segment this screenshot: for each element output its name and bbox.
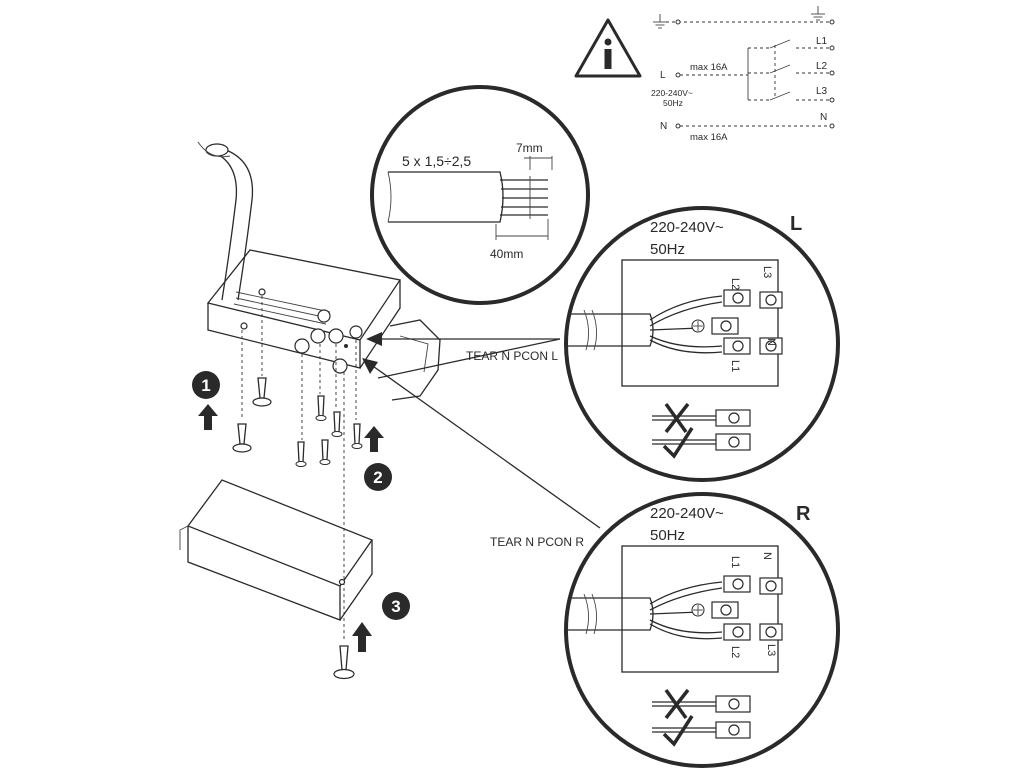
callout-pointer-r bbox=[369, 363, 601, 529]
check-icon bbox=[662, 427, 694, 459]
ground-icon bbox=[811, 6, 825, 21]
detail-l-term-n: N bbox=[765, 338, 777, 346]
detail-badge-r: R bbox=[796, 503, 811, 525]
detail-circle-left: L 220-240V~ 50Hz L2 L3 N L1 bbox=[564, 206, 840, 482]
output-l2-label: L2 bbox=[816, 61, 828, 72]
info-warning-icon bbox=[574, 18, 642, 78]
callout-label-r: TEAR N PCON R bbox=[490, 535, 584, 549]
detail-r-term-l1: L1 bbox=[729, 556, 741, 568]
step-badge-2: 2 bbox=[364, 463, 392, 491]
detail-r-term-l2: L2 bbox=[729, 646, 741, 658]
arrow-up-icon bbox=[352, 622, 372, 652]
screw-icon bbox=[333, 645, 355, 680]
screw-icon bbox=[232, 423, 252, 453]
arrow-up-icon bbox=[364, 426, 384, 452]
output-l1-label: L1 bbox=[816, 36, 828, 47]
schematic-line-label: L bbox=[660, 70, 666, 81]
strip-length-label: 7mm bbox=[516, 141, 543, 155]
terminal-block bbox=[240, 288, 363, 374]
schematic-frequency-label: 50Hz bbox=[663, 98, 683, 108]
detail-badge-l: L bbox=[790, 213, 802, 235]
step-number: 1 bbox=[201, 376, 210, 395]
wiring-schematic: L max 16A L1 L2 L3 220-240V~ 50Hz N N ma… bbox=[651, 6, 835, 143]
screw-icon bbox=[315, 395, 327, 421]
detail-l-frequency: 50Hz bbox=[650, 241, 685, 258]
detail-r-term-l3: L3 bbox=[765, 644, 777, 656]
screw-icon bbox=[319, 439, 331, 465]
detail-r-frequency: 50Hz bbox=[650, 527, 685, 544]
screw-icon bbox=[351, 423, 363, 449]
correct-connection-example bbox=[652, 715, 751, 747]
screw-icon bbox=[295, 441, 307, 467]
screw-icon bbox=[252, 377, 272, 407]
wrong-connection-example bbox=[652, 402, 751, 434]
screw-icon bbox=[331, 411, 343, 437]
detail-l-term-l2: L2 bbox=[729, 278, 741, 290]
schematic-neutral-right: N bbox=[820, 112, 827, 123]
cable-spec-label: 5 x 1,5÷2,5 bbox=[402, 153, 471, 169]
output-l3-label: L3 bbox=[816, 86, 828, 97]
detail-l-term-l1: L1 bbox=[729, 360, 741, 372]
callout-label-l: TEAR N PCON L bbox=[466, 349, 558, 363]
schematic-voltage-label: 220-240V~ bbox=[651, 88, 693, 98]
step-number: 3 bbox=[391, 597, 400, 616]
detail-r-voltage: 220-240V~ bbox=[650, 505, 724, 522]
step-number: 2 bbox=[373, 468, 382, 487]
detail-l-voltage: 220-240V~ bbox=[650, 219, 724, 236]
detail-r-term-n: N bbox=[761, 552, 773, 560]
cross-icon bbox=[664, 402, 690, 434]
junction-box-assembly bbox=[179, 141, 441, 680]
wrong-connection-example bbox=[652, 688, 751, 720]
cross-icon bbox=[664, 688, 690, 720]
step-badge-3: 3 bbox=[382, 592, 410, 620]
detail-circle-right: R 220-240V~ 50Hz N L1 L3 L2 bbox=[564, 492, 840, 768]
bottom-fuse-label: max 16A bbox=[690, 132, 728, 143]
detail-l-term-l3: L3 bbox=[761, 266, 773, 278]
ground-icon bbox=[653, 14, 667, 29]
arrow-up-icon bbox=[198, 404, 218, 430]
top-fuse-label: max 16A bbox=[690, 62, 728, 73]
cable-spec-detail: 5 x 1,5÷2,5 7mm 40mm bbox=[370, 85, 590, 305]
check-icon bbox=[662, 715, 694, 747]
schematic-neutral-left: N bbox=[660, 121, 667, 132]
sheath-length-label: 40mm bbox=[490, 247, 523, 261]
step-badge-1: 1 bbox=[192, 371, 220, 399]
correct-connection-example bbox=[652, 427, 751, 459]
